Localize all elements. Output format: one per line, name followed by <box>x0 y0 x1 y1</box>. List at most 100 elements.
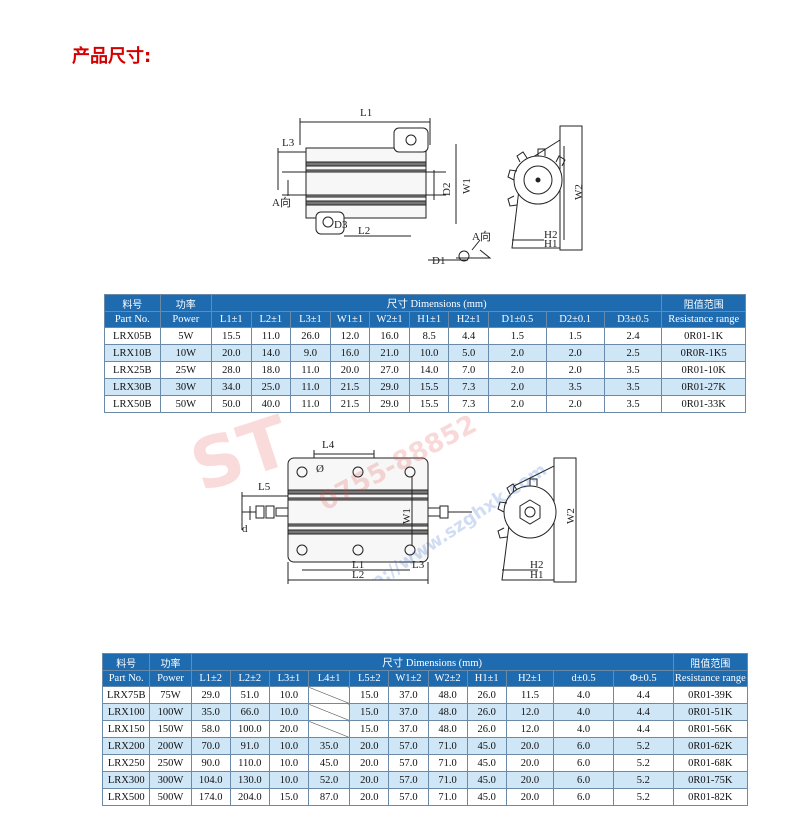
table-cell: 3.5 <box>603 361 663 379</box>
table-cell: 130.0 <box>229 771 270 789</box>
spec-table-large: 料号 功率 尺寸 Dimensions (mm) 阻值范围 Part No. P… <box>101 653 749 806</box>
table-cell: 20.0 <box>329 361 371 379</box>
part-number-cell: LRX30B <box>104 378 161 396</box>
table-cell: 5.2 <box>612 771 674 789</box>
table-cell: 45.0 <box>466 771 507 789</box>
table-cell: 52.0 <box>308 771 351 789</box>
dimension-drawing-large: L4 Ø L5 d W1 L1 L3 L2 W2 H2 H1 <box>238 432 588 592</box>
table-cell: 14.0 <box>250 344 292 362</box>
table-cell: 48.0 <box>427 703 468 721</box>
table-cell: 2.0 <box>545 361 605 379</box>
table-cell: 10W <box>159 344 212 362</box>
table-cell: 2.0 <box>545 395 605 413</box>
table-cell: 14.0 <box>408 361 450 379</box>
table-cell: 40.0 <box>250 395 292 413</box>
table-cell: 10.0 <box>268 771 310 789</box>
table-cell: 6.0 <box>553 737 614 755</box>
dim-label-d2: D2 <box>441 183 453 196</box>
drawing-large-svg: L4 Ø L5 d W1 L1 L3 L2 W2 H2 H1 <box>241 439 577 584</box>
table-cell: 2.0 <box>488 344 547 362</box>
table-cell: 21.0 <box>369 344 410 362</box>
table-cell: 12.0 <box>505 720 555 738</box>
dim-label-l2: L2 <box>358 225 370 237</box>
table-cell: 20.0 <box>349 754 390 772</box>
table-cell: 174.0 <box>190 788 231 806</box>
dim-label-h2: H2 <box>544 229 557 241</box>
table-cell: 0R01-39K <box>672 686 749 704</box>
table-cell: 7.0 <box>448 361 490 379</box>
header-col: D1±0.5 <box>488 311 547 328</box>
header-col: L5±2 <box>349 670 390 687</box>
table-cell: 0R01-68K <box>672 754 749 772</box>
table-cell: 11.5 <box>505 686 555 704</box>
dim-label-l2: L2 <box>352 569 364 581</box>
table-cell: 51.0 <box>229 686 270 704</box>
header-col: W1±2 <box>388 670 429 687</box>
table-cell: 57.0 <box>388 737 429 755</box>
header-col: W1±1 <box>329 311 371 328</box>
table-cell: 10.0 <box>268 737 310 755</box>
table-cell: 66.0 <box>229 703 270 721</box>
table-cell: 50W <box>159 395 212 413</box>
table-cell: 57.0 <box>388 771 429 789</box>
table-cell: 5.2 <box>612 737 674 755</box>
dim-label-l3: L3 <box>412 559 425 571</box>
table-cell: 3.5 <box>603 395 663 413</box>
table-cell: 50.0 <box>210 395 252 413</box>
table-cell: 20.0 <box>505 754 555 772</box>
header-col: Φ±0.5 <box>612 670 674 687</box>
part-number-cell: LRX50B <box>104 395 161 413</box>
header-dimensions: 尺寸 Dimensions (mm) <box>190 653 674 671</box>
table-cell: 2.0 <box>545 344 605 362</box>
table-cell: 15.5 <box>408 395 450 413</box>
table-cell: 18.0 <box>250 361 292 379</box>
table-cell: 500W <box>149 788 192 806</box>
table-cell: 150W <box>149 720 192 738</box>
table-cell: 10.0 <box>268 686 310 704</box>
table-cell: 12.0 <box>505 703 555 721</box>
table-cell: 2.0 <box>488 395 547 413</box>
table-cell: 20.0 <box>349 771 390 789</box>
table-cell: 48.0 <box>427 720 468 738</box>
table-cell: 4.4 <box>612 686 674 704</box>
table-cell: 15.0 <box>349 703 390 721</box>
header-col: H1±1 <box>408 311 450 328</box>
table-cell: 29.0 <box>190 686 231 704</box>
table-cell: 7.3 <box>448 395 490 413</box>
table-cell: 0R01-62K <box>672 737 749 755</box>
dim-label-d1: D1 <box>432 255 445 267</box>
header-col: L3±1 <box>290 311 331 328</box>
dim-label-d: d <box>242 523 248 535</box>
dim-label-w1: W1 <box>461 178 473 194</box>
header-power-en: Power <box>159 311 212 328</box>
header-col: L4±1 <box>308 670 351 687</box>
part-number-cell: LRX10B <box>104 344 161 362</box>
header-col: H1±1 <box>466 670 507 687</box>
table-cell: 71.0 <box>427 754 468 772</box>
table-cell: 20.0 <box>505 771 555 789</box>
table-cell: 5W <box>159 327 212 345</box>
table-cell: 5.0 <box>448 344 490 362</box>
table-cell: 15.5 <box>210 327 252 345</box>
table-cell: 57.0 <box>388 788 429 806</box>
table-cell: 20.0 <box>210 344 252 362</box>
part-number-cell: LRX500 <box>101 788 151 806</box>
table-cell: 37.0 <box>388 686 429 704</box>
part-number-cell: LRX300 <box>101 771 151 789</box>
header-col: L2±1 <box>250 311 292 328</box>
part-number-cell: LRX05B <box>104 327 161 345</box>
table-cell: 1.5 <box>488 327 547 345</box>
table-cell: 29.0 <box>369 395 410 413</box>
table-cell: 2.4 <box>603 327 663 345</box>
dim-label-l4: L4 <box>322 439 335 451</box>
header-col: H2±1 <box>448 311 490 328</box>
dim-label-l5: L5 <box>258 481 271 493</box>
header-power-cn: 功率 <box>149 653 192 671</box>
header-power-cn: 功率 <box>159 294 212 312</box>
